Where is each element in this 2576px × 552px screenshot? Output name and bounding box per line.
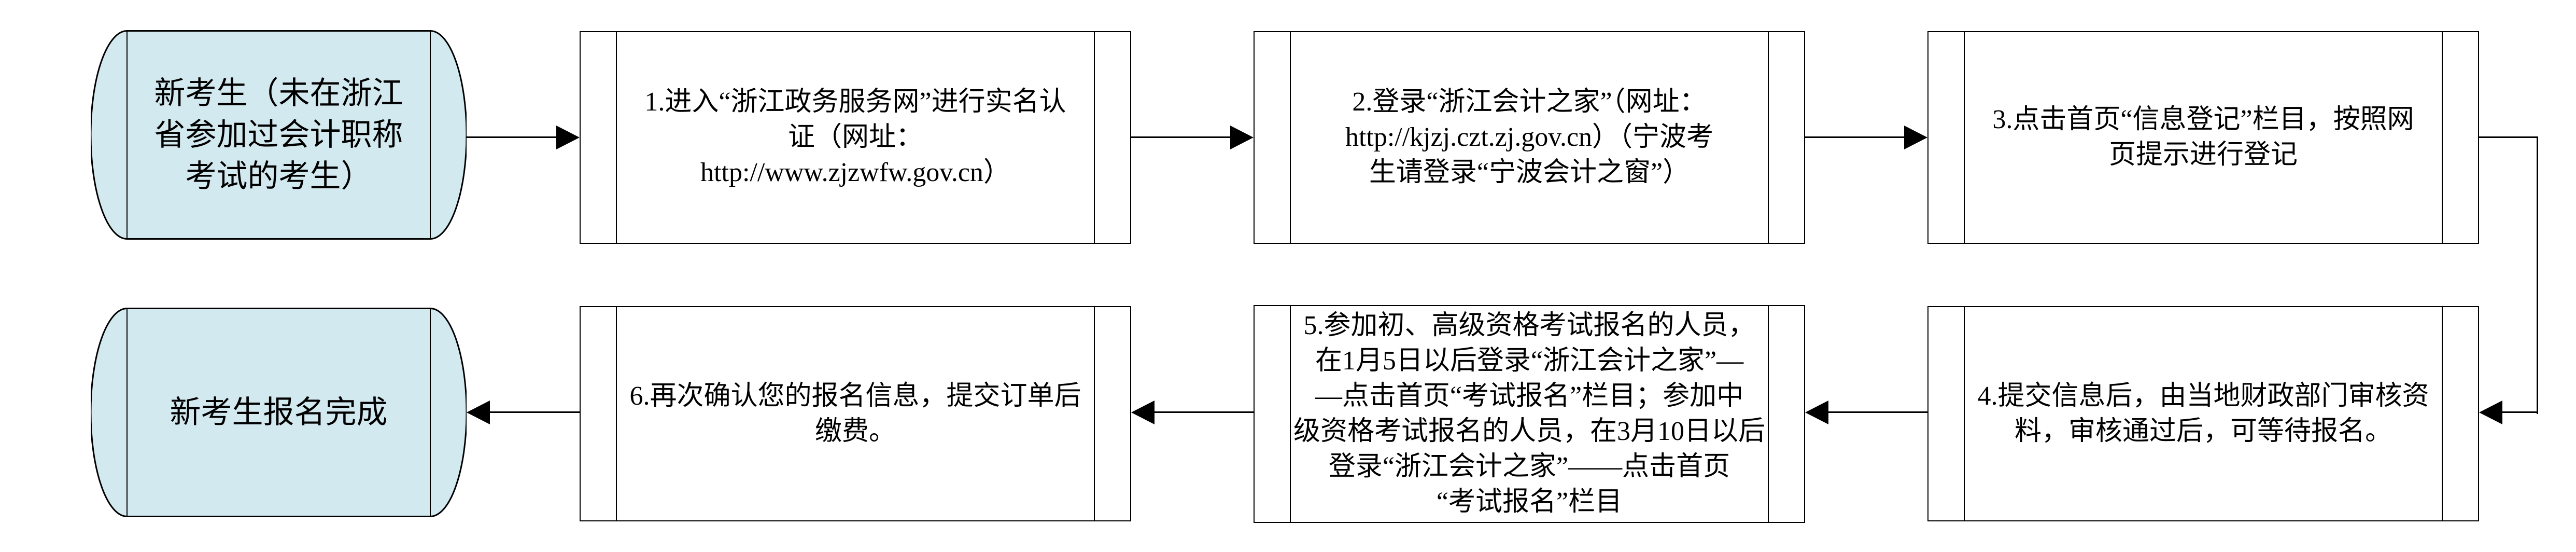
arrow-step4-to-step5-shaft [1827,411,1927,413]
end-terminal-label: 新考生报名完成 [170,395,388,430]
step5-label: 5.参加初、高级资格考试报名的人员， 在1月5日以后登录“浙江会计之家”— —点… [1293,311,1765,517]
arrow-start-to-step1-shaft [467,136,557,138]
predefined-process-bar [1768,306,1769,522]
predefined-process-bar [1290,32,1291,243]
arrow-step2-to-step3-shaft [1805,136,1905,138]
cylinder-shape [91,30,467,240]
arrow-step2-to-step3-head [1904,126,1927,149]
elbow-step3-to-step4-head [2479,401,2502,424]
arrow-step6-to-end-shaft [489,411,580,413]
arrow-step4-to-step5-head [1805,401,1828,424]
predefined-process-bar [1964,32,1965,243]
process-box-step2: 2.登录“浙江会计之家”（网址： http://kjzj.czt.zj.gov.… [1254,31,1805,244]
elbow-step3-to-step4-vertical-segment [2537,136,2538,414]
step2-label: 2.登录“浙江会计之家”（网址： http://kjzj.czt.zj.gov.… [1345,87,1714,187]
step4-label: 4.提交信息后，由当地财政部门审核资 料，审核通过后，可等待报名。 [1977,381,2429,446]
arrow-start-to-step1-head [556,126,580,149]
start-terminal: 新考生（未在浙江 省参加过会计职称 考试的考生） [91,30,467,240]
predefined-process-bar [1094,32,1095,243]
process-box-step1: 1.进入“浙江政务服务网”进行实名认 证（网址： http://www.zjzw… [580,31,1131,244]
arrow-step1-to-step2-head [1230,126,1254,149]
arrow-step5-to-step6-head [1131,401,1155,424]
predefined-process-bar [2442,307,2443,520]
process-box-step3: 3.点击首页“信息登记”栏目，按照网 页提示进行登记 [1927,31,2479,244]
predefined-process-bar [1290,306,1291,522]
arrow-step1-to-step2-shaft [1131,136,1231,138]
elbow-step3-to-step4-top-segment [2479,136,2538,138]
arrow-step6-to-end-head [467,401,490,424]
step6-label: 6.再次确认您的报名信息，提交订单后 缴费。 [629,381,1081,446]
arrow-step5-to-step6-shaft [1153,411,1254,413]
predefined-process-bar [1964,307,1965,520]
step1-label: 1.进入“浙江政务服务网”进行实名认 证（网址： http://www.zjzw… [644,87,1066,187]
predefined-process-bar [2442,32,2443,243]
elbow-step3-to-step4-bottom-segment [2501,411,2538,413]
start-terminal-label: 新考生（未在浙江 省参加过会计职称 考试的考生） [154,76,403,194]
end-terminal: 新考生报名完成 [91,308,467,517]
process-box-step5: 5.参加初、高级资格考试报名的人员， 在1月5日以后登录“浙江会计之家”— —点… [1254,305,1805,523]
process-box-step6: 6.再次确认您的报名信息，提交订单后 缴费。 [580,306,1131,521]
step3-label: 3.点击首页“信息登记”栏目，按照网 页提示进行登记 [1992,105,2414,170]
predefined-process-bar [616,307,617,520]
cylinder-shape [91,308,467,517]
predefined-process-bar [616,32,617,243]
predefined-process-bar [1094,307,1095,520]
predefined-process-bar [1768,32,1769,243]
process-box-step4: 4.提交信息后，由当地财政部门审核资 料，审核通过后，可等待报名。 [1927,306,2479,521]
